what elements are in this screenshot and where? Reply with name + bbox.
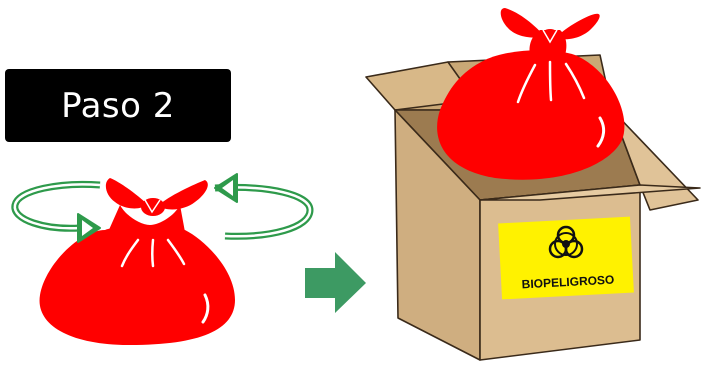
twisted-red-bag	[40, 178, 235, 345]
arrow-right-icon	[305, 252, 366, 313]
red-bag-in-box	[437, 8, 624, 180]
biohazard-label: BIOPELIGROSO	[498, 217, 634, 300]
